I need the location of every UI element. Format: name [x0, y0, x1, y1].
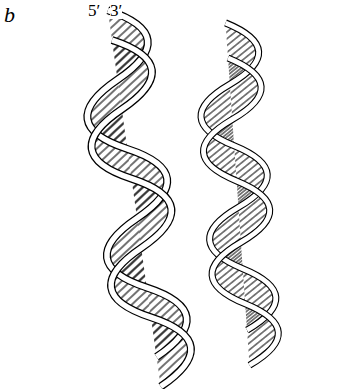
- panel-letter: b: [4, 4, 15, 26]
- double-helix: [73, 5, 196, 389]
- double-helix: [195, 21, 281, 368]
- strand-end-label: 3′: [110, 2, 122, 19]
- strand-end-label: 5′: [88, 2, 100, 19]
